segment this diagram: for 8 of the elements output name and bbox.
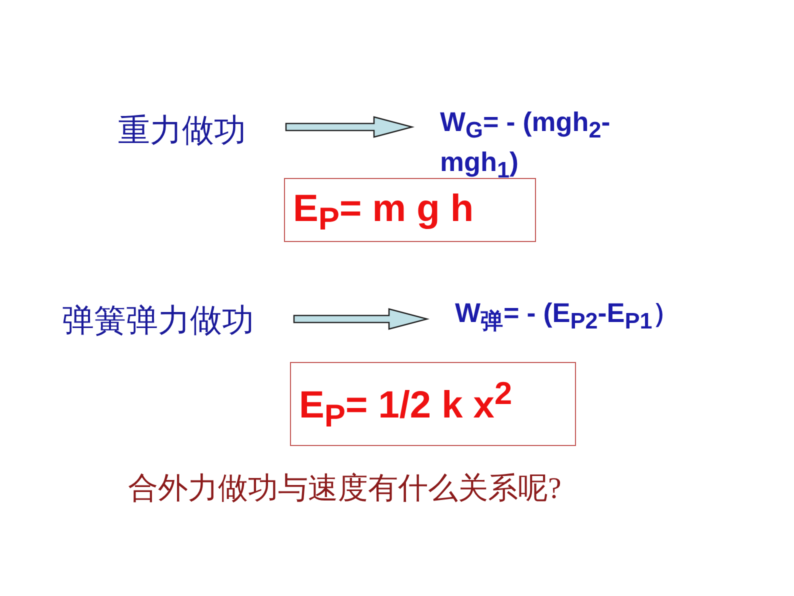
block-arrow [285, 116, 415, 138]
formula-box: E$_{P}$= m g h [284, 178, 536, 242]
label-text: 重力做功 [118, 110, 246, 150]
label-text: 弹簧弹力做功 [62, 300, 254, 340]
formula-text: W$_{弹}$= - (E$_{P2}$-E$_{P1}$） [455, 297, 755, 338]
block-arrow [293, 308, 430, 330]
formula-box: E$_{P}$= 1/2 k x$^{2}$ [290, 362, 576, 446]
question-text: 合外力做功与速度有什么关系呢? [128, 471, 562, 507]
